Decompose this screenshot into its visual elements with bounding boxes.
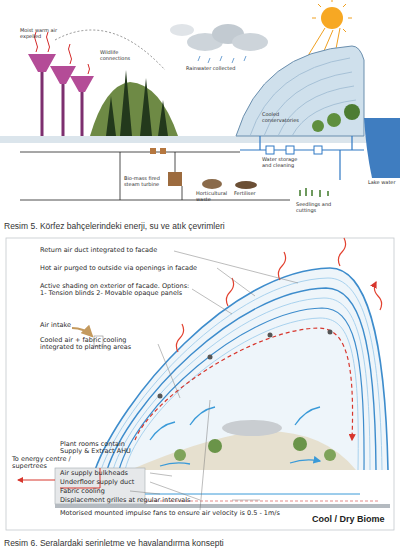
dome-ribs	[250, 58, 356, 136]
impulse-fan	[268, 333, 273, 338]
air-intake-arrow	[72, 328, 92, 336]
illustration-label: Seedlings and cuttings	[296, 202, 346, 214]
junction-box	[160, 148, 166, 154]
water-tank	[266, 146, 274, 154]
callout-label: Fabric cooling	[60, 488, 180, 495]
cloud	[232, 33, 268, 51]
illustration-label: Horticultural waste	[196, 191, 236, 203]
plant	[208, 439, 222, 453]
ground-band	[0, 136, 368, 143]
illustration-label: Bio-mass fired steam turbine	[124, 176, 166, 188]
central-structure	[222, 420, 282, 436]
conservatory-dome	[236, 46, 364, 136]
lake	[364, 118, 400, 178]
illustration-label: Fertiliser	[234, 191, 266, 197]
plant	[344, 104, 360, 120]
energy-centre-arrow	[18, 480, 55, 481]
callout-label: Hot air purged to outside via openings i…	[40, 265, 230, 272]
hot-air-purge	[176, 238, 381, 352]
callout-label: To energy centre / supertrees	[12, 456, 72, 471]
biomass-plant	[168, 172, 182, 186]
plant	[324, 449, 336, 461]
water-tank	[314, 146, 322, 154]
seedlings	[300, 188, 328, 197]
figure-caption: Resim 5. Körfez bahçelerindeki enerji, s…	[4, 222, 396, 232]
plant	[312, 120, 324, 132]
illustration-label: Moist warm air expelled	[20, 28, 60, 40]
callout-label: Displacement grilles at regular interval…	[60, 497, 230, 504]
forest-trees	[106, 70, 168, 136]
supertree-canopy	[28, 54, 94, 92]
plant	[293, 437, 307, 451]
water-pipe	[240, 136, 364, 180]
sun	[321, 7, 343, 29]
impulse-fan	[158, 394, 163, 399]
cooled-air-arrow	[150, 407, 320, 466]
fertiliser-pile	[235, 181, 257, 189]
cloud	[170, 24, 194, 36]
callout-label: Air supply bulkheads	[60, 470, 180, 477]
facade-rib	[101, 278, 382, 470]
illustration-label: Lake water	[368, 180, 400, 186]
illustration-label: Water storage and cleaning	[262, 157, 307, 169]
callout-label: Air intake	[40, 322, 100, 329]
illustration-label: Wildlife connections	[100, 50, 145, 62]
impulse-fan	[328, 330, 333, 335]
water-tank	[286, 146, 294, 154]
callout-label: Motorised mounted impulse fans to ensure…	[60, 510, 310, 517]
sun-rays	[312, 0, 352, 32]
facade-rib	[119, 308, 364, 470]
flow-line	[20, 152, 290, 200]
callout-label: Return air duct integrated to facade	[40, 247, 190, 254]
illustration-label: Rainwater collected	[186, 66, 236, 72]
plant	[327, 113, 341, 127]
supply-air-line	[145, 494, 360, 495]
facade-rib	[113, 298, 370, 470]
figure-caption: Resim 6. Seralardaki serinletme ve haval…	[4, 539, 396, 549]
callout-label: Active shading on exterior of facade. Op…	[40, 283, 190, 298]
illustration-label: Cooled conservatories	[262, 112, 307, 124]
return-air-duct	[135, 328, 353, 440]
compost-pile	[202, 179, 222, 189]
rain	[198, 56, 246, 63]
floor-slab	[55, 504, 390, 508]
biome-title: Cool / Dry Biome	[312, 514, 392, 524]
warm-air-arrow	[35, 32, 90, 74]
figure-frame	[6, 238, 394, 530]
facade-rib	[107, 288, 376, 470]
callout-label: Underfloor supply duct	[60, 479, 180, 486]
callout-label: Cooled air + fabric cooling integrated t…	[40, 337, 155, 352]
facade-rib	[125, 318, 358, 470]
facade-rib	[95, 268, 388, 470]
biome-interior	[95, 268, 388, 470]
plant	[174, 449, 186, 461]
callout-label: Plant rooms contain Supply & Extract AHU	[60, 441, 145, 456]
impulse-fan	[208, 355, 213, 360]
wildlife-arc	[55, 30, 165, 70]
junction-box	[150, 148, 156, 154]
